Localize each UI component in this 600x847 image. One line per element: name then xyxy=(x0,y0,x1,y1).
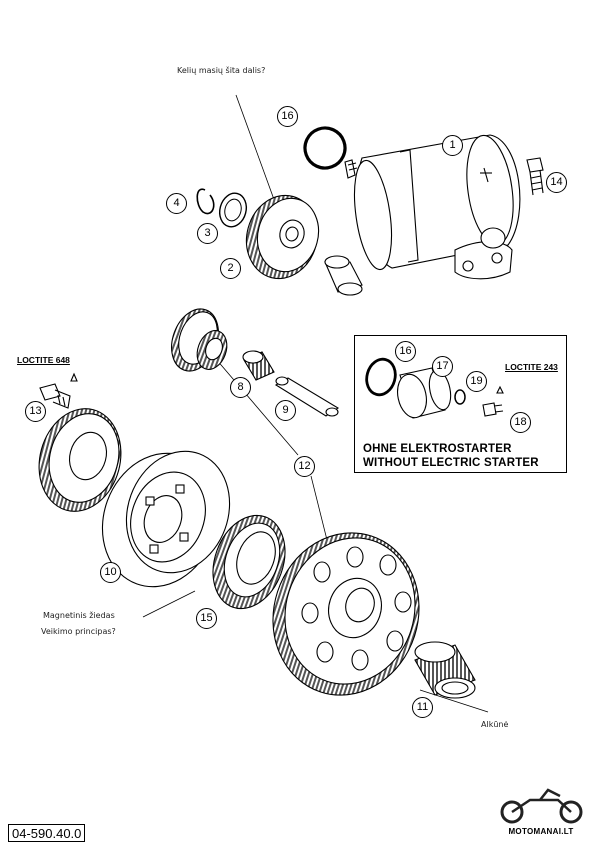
inset-washer-19 xyxy=(454,389,466,405)
callout-10: 10 xyxy=(100,562,121,583)
inset-caption-en: WITHOUT ELECTRIC STARTER xyxy=(363,457,539,469)
callout-15: 14 xyxy=(546,172,567,193)
note-magnet-principle: Veikimo principas? xyxy=(41,627,116,636)
crank-gear xyxy=(38,408,122,512)
callout-14: 12 xyxy=(294,456,315,477)
shaft-9 xyxy=(274,376,340,417)
callout-2: 2 xyxy=(220,258,241,279)
callout-19: 19 xyxy=(466,371,487,392)
callout-16-inset: 16 xyxy=(395,341,416,362)
note-magnet-ring: Magnetinis žiedas xyxy=(43,611,115,620)
note-top-question: Kelių masių šita dalis? xyxy=(177,66,266,75)
motorcycle-logo-icon xyxy=(500,788,583,824)
loctite-label-left: LOCTITE 648 xyxy=(17,355,70,365)
inset-cover-17 xyxy=(397,367,452,419)
callout-4: 4 xyxy=(166,193,187,214)
starter-gear-14 xyxy=(272,532,420,696)
note-crank: Alkūnė xyxy=(481,720,509,729)
washer-3 xyxy=(218,192,248,228)
intermediate-gear-2 xyxy=(245,194,320,280)
bolt-15 xyxy=(526,157,544,196)
loctite-label-inset: LOCTITE 243 xyxy=(505,362,558,372)
inset-o-ring-16 xyxy=(365,357,397,397)
brand-logo[interactable]: MOTOMANAI.LT xyxy=(493,785,589,836)
callout-17: 17 xyxy=(432,356,453,377)
callout-3: 3 xyxy=(197,223,218,244)
callout-13: 15 xyxy=(196,608,217,629)
callout-9: 9 xyxy=(275,400,296,421)
callout-8: 8 xyxy=(230,377,251,398)
circlip-4 xyxy=(196,188,215,215)
callout-1: 1 xyxy=(442,135,463,156)
flywheel-10 xyxy=(101,450,231,588)
inset-caption-de: OHNE ELEKTROSTARTER xyxy=(363,443,512,455)
callout-12: 11 xyxy=(412,697,433,718)
part-number: 04-590.40.0 xyxy=(8,824,86,842)
double-gear xyxy=(171,308,228,372)
needle-bearing-8 xyxy=(242,350,275,381)
callout-11: 13 xyxy=(25,401,46,422)
callout-18: 18 xyxy=(510,412,531,433)
o-ring-16 xyxy=(303,126,347,170)
starter-motor-1 xyxy=(344,134,521,280)
bolt-11 xyxy=(39,372,78,409)
pin xyxy=(324,255,363,296)
callout-16-top: 16 xyxy=(277,106,298,127)
inset-caption: OHNE ELEKTROSTARTER WITHOUT ELECTRIC STA… xyxy=(363,442,539,470)
inset-bolt-18 xyxy=(482,385,504,417)
brand-text: MOTOMANAI.LT xyxy=(508,827,574,836)
no-electric-starter-inset: LOCTITE 243 16 17 19 18 OHNE ELEKTROSTAR… xyxy=(354,335,567,473)
freewheel-13 xyxy=(212,514,286,610)
needle-bearing-12 xyxy=(414,641,476,699)
